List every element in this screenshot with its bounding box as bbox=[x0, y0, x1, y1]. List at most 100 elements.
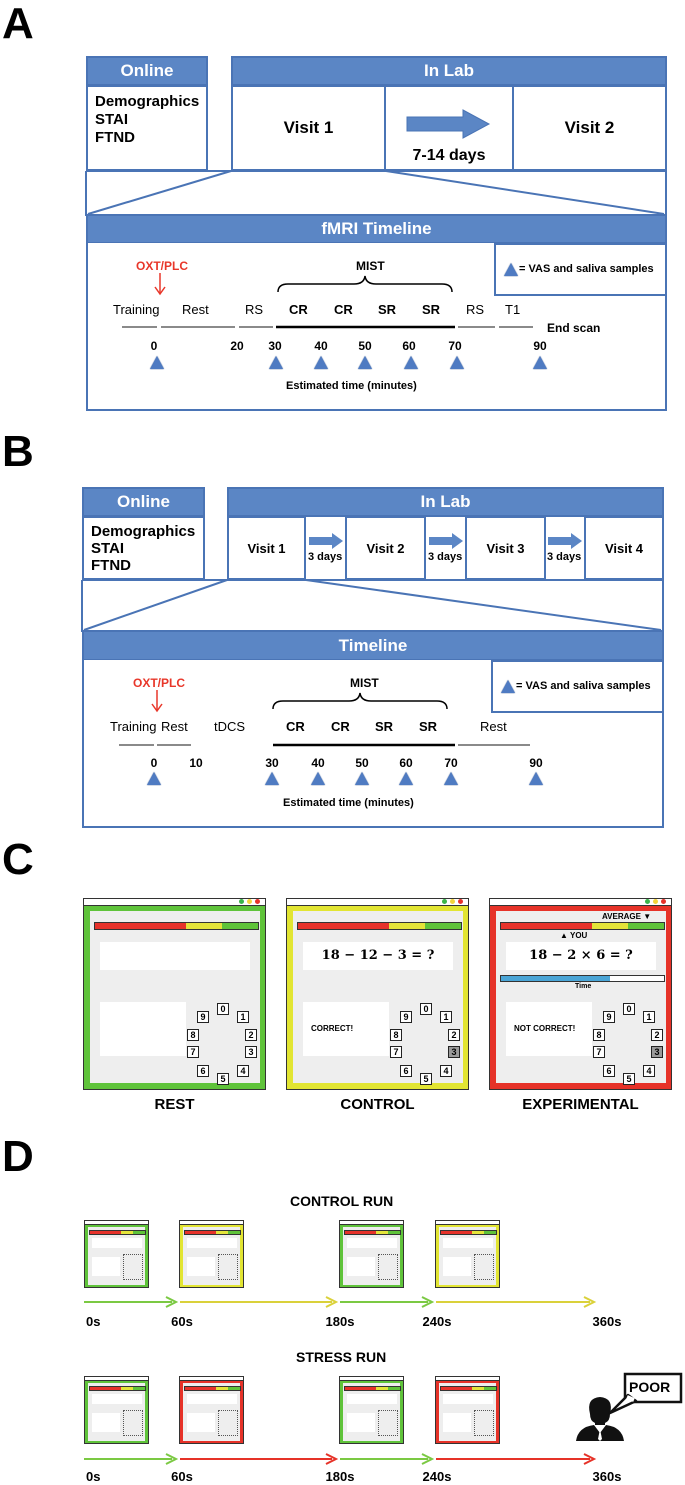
digit-key[interactable]: 1 bbox=[237, 1011, 249, 1023]
digit-key[interactable]: 2 bbox=[448, 1029, 460, 1041]
speech-text: POOR bbox=[629, 1379, 671, 1395]
sample-triangle bbox=[147, 772, 161, 785]
performance-bar bbox=[94, 922, 259, 930]
digit-key[interactable]: 0 bbox=[217, 1003, 229, 1015]
phase-label: Training bbox=[110, 719, 157, 734]
digit-key[interactable]: 5 bbox=[217, 1073, 229, 1085]
phase-label: CR bbox=[289, 302, 308, 317]
phase-label: Rest bbox=[480, 719, 507, 734]
digit-key[interactable]: 6 bbox=[603, 1065, 615, 1077]
window-dot bbox=[442, 899, 447, 904]
right-arrow-icon bbox=[406, 109, 491, 139]
visit2-label: Visit 2 bbox=[564, 118, 615, 137]
right-arrow-icon bbox=[429, 533, 463, 549]
online-item: STAI bbox=[95, 111, 129, 128]
online-item: FTND bbox=[95, 129, 135, 146]
digit-key[interactable]: 8 bbox=[390, 1029, 402, 1041]
phase-label: SR bbox=[375, 719, 394, 734]
time-tick: 70 bbox=[444, 756, 458, 770]
time-tick: 0 bbox=[150, 339, 158, 353]
digit-key[interactable]: 9 bbox=[197, 1011, 209, 1023]
rest-screen-thumbnail bbox=[339, 1376, 404, 1444]
digit-key[interactable]: 4 bbox=[237, 1065, 249, 1077]
equation-text: 18 − 2 × 6 = ? bbox=[529, 948, 633, 963]
digit-key[interactable]: 5 bbox=[623, 1073, 635, 1085]
mist-label: MIST bbox=[350, 676, 379, 690]
digit-key[interactable]: 7 bbox=[593, 1046, 605, 1058]
phase-label: T1 bbox=[505, 302, 521, 317]
digit-key[interactable]: 3 bbox=[448, 1046, 460, 1058]
legend-box bbox=[491, 660, 664, 713]
sample-triangle bbox=[314, 356, 328, 369]
right-arrow-icon bbox=[548, 533, 582, 549]
triangle-icon bbox=[501, 680, 515, 693]
visit2-box bbox=[512, 85, 667, 171]
axis-label: Estimated time (minutes) bbox=[286, 380, 417, 392]
run-tick: 60s bbox=[171, 1469, 193, 1484]
right-arrow-icon bbox=[309, 533, 343, 549]
online-item: FTND bbox=[91, 557, 131, 574]
timeline-bar bbox=[119, 743, 530, 747]
digit-key[interactable]: 3 bbox=[245, 1046, 257, 1058]
sample-triangle bbox=[399, 772, 413, 785]
title-bar bbox=[84, 899, 265, 906]
time-tick: 30 bbox=[265, 756, 279, 770]
digit-key[interactable]: 7 bbox=[187, 1046, 199, 1058]
digit-key[interactable]: 0 bbox=[420, 1003, 432, 1015]
interval-label: 3 days bbox=[547, 551, 582, 563]
equation-area: 18 − 2 × 6 = ? bbox=[506, 942, 656, 970]
run-tick: 240s bbox=[422, 1314, 452, 1329]
stress-run-arrow bbox=[84, 1453, 597, 1465]
digit-key[interactable]: 3 bbox=[651, 1046, 663, 1058]
sample-triangle bbox=[529, 772, 543, 785]
run-tick: 360s bbox=[592, 1469, 622, 1484]
phase-label: CR bbox=[331, 719, 350, 734]
control-run-title: CONTROL RUN bbox=[290, 1193, 394, 1209]
timeline-header: Timeline bbox=[82, 630, 664, 661]
control-window: 18 − 12 − 3 = ? CORRECT! bbox=[286, 898, 469, 1090]
time-label: Time bbox=[575, 983, 592, 990]
digit-key[interactable]: 9 bbox=[400, 1011, 412, 1023]
window-dot bbox=[239, 899, 244, 904]
experimental-screen-thumbnail bbox=[179, 1376, 244, 1444]
phase-label: CR bbox=[286, 719, 305, 734]
digit-key[interactable]: 4 bbox=[643, 1065, 655, 1077]
visit-box bbox=[345, 516, 426, 580]
digit-key[interactable]: 1 bbox=[643, 1011, 655, 1023]
mist-brace bbox=[277, 275, 453, 293]
window-dot bbox=[450, 899, 455, 904]
digit-key[interactable]: 7 bbox=[390, 1046, 402, 1058]
axis-label: Estimated time (minutes) bbox=[283, 797, 414, 809]
digit-key[interactable]: 2 bbox=[651, 1029, 663, 1041]
legend-text: = VAS and saliva samples bbox=[519, 263, 654, 275]
sample-triangle bbox=[311, 772, 325, 785]
digit-key[interactable]: 8 bbox=[593, 1029, 605, 1041]
online-item: Demographics bbox=[95, 93, 200, 110]
digit-key[interactable]: 6 bbox=[400, 1065, 412, 1077]
phase-label: SR bbox=[419, 719, 438, 734]
digit-key[interactable]: 4 bbox=[440, 1065, 452, 1077]
zoom-lines bbox=[81, 579, 664, 632]
digit-key[interactable]: 9 bbox=[603, 1011, 615, 1023]
phase-label: tDCS bbox=[214, 719, 246, 734]
digit-key[interactable]: 6 bbox=[197, 1065, 209, 1077]
drug-label: OXT/PLC bbox=[133, 676, 186, 690]
digit-key[interactable]: 1 bbox=[440, 1011, 452, 1023]
window-dot bbox=[645, 899, 650, 904]
you-label: ▲ YOU bbox=[560, 931, 588, 940]
phase-label: SR bbox=[378, 302, 397, 317]
sample-triangle bbox=[265, 772, 279, 785]
digit-key[interactable]: 8 bbox=[187, 1029, 199, 1041]
visit-label: Visit 4 bbox=[604, 541, 644, 556]
time-tick: 60 bbox=[399, 756, 413, 770]
feedback-area: CORRECT! bbox=[303, 1002, 389, 1056]
feedback-text: NOT CORRECT! bbox=[514, 1024, 576, 1033]
digit-key[interactable]: 0 bbox=[623, 1003, 635, 1015]
feedback-text: CORRECT! bbox=[311, 1024, 354, 1033]
digit-key[interactable]: 2 bbox=[245, 1029, 257, 1041]
visit1-label: Visit 1 bbox=[283, 118, 334, 137]
phase-label: CR bbox=[334, 302, 353, 317]
feedback-area: NOT CORRECT! bbox=[506, 1002, 592, 1056]
digit-key[interactable]: 5 bbox=[420, 1073, 432, 1085]
online-header-label: Online bbox=[117, 492, 170, 511]
